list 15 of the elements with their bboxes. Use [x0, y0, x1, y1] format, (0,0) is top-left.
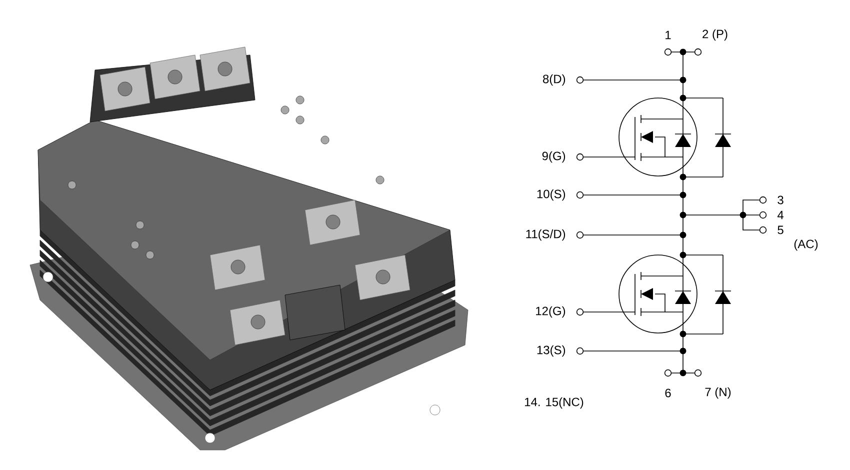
pin-label: 12(G)	[536, 306, 566, 318]
pin-label: 5	[778, 226, 784, 234]
pin-label: 10(S)	[537, 189, 566, 201]
pin-label: (AC)	[794, 239, 818, 251]
pin-label: 9(G)	[542, 151, 566, 163]
pin-label: 6	[665, 388, 671, 398]
pin-label: 2 (P)	[702, 29, 728, 41]
pin-label: 4	[777, 210, 784, 220]
pin-label: 14. 15(NC)	[525, 397, 584, 409]
pin-label: 7 (N)	[705, 387, 731, 399]
pin-label: 13(S)	[537, 345, 566, 357]
pin-label: 11(S/D)	[526, 229, 566, 241]
pin-label: 8(D)	[543, 74, 566, 86]
pin-label: 3	[778, 196, 784, 204]
pin-label: 1	[666, 30, 671, 40]
